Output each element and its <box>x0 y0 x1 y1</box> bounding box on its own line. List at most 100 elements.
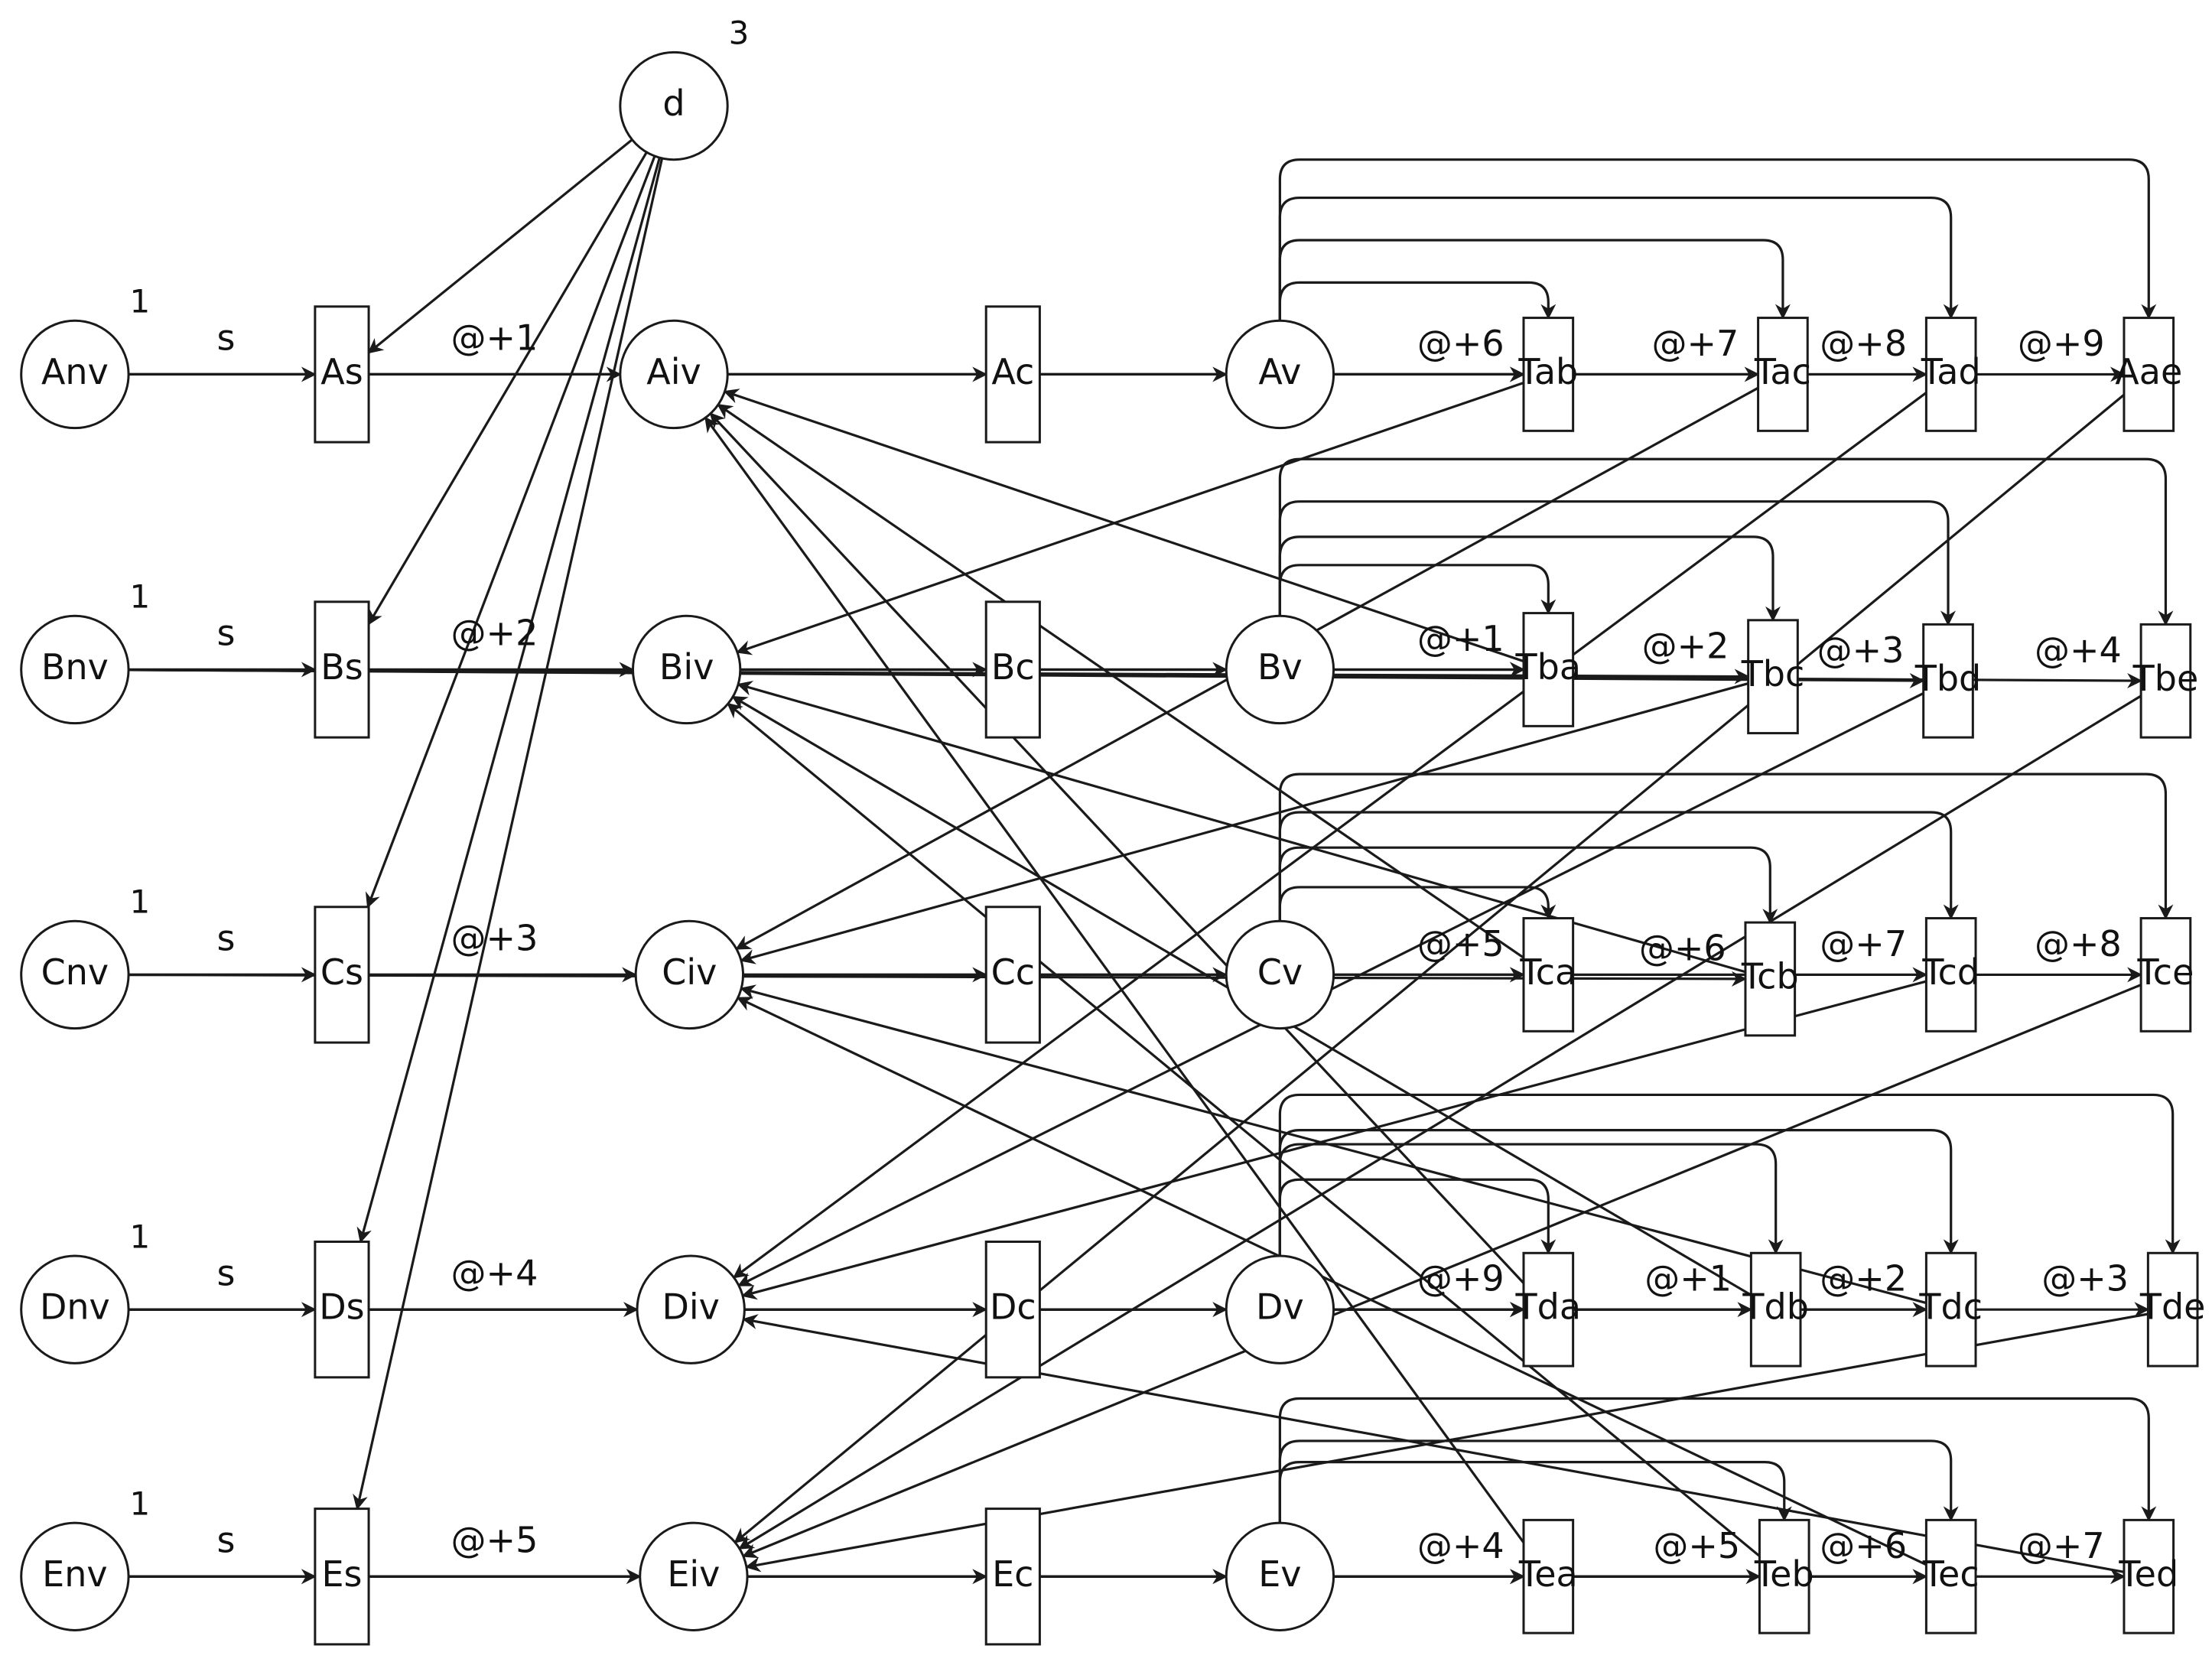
marking-env: 1 <box>129 1485 150 1522</box>
place-civ <box>634 919 745 1030</box>
place-dv <box>1225 1254 1335 1364</box>
marking-cnv: 1 <box>129 883 150 921</box>
transition-tea <box>1522 1518 1575 1634</box>
arc-tba-to-aiv <box>723 389 1524 663</box>
transition-ac <box>984 305 1041 444</box>
edge-label-s-c: s <box>217 918 236 959</box>
edge-label-tec: @+6 <box>1820 1525 1907 1566</box>
edge-label-es-eiv: @+5 <box>451 1519 538 1560</box>
edge-label-tad: @+8 <box>1820 323 1907 364</box>
transition-teb <box>1758 1518 1810 1634</box>
place-label-cnv: Cnv <box>41 951 109 993</box>
arc-av-to-tad <box>1278 196 1959 321</box>
place-label-cv: Cv <box>1257 951 1303 993</box>
edge-label-tcd: @+7 <box>1820 923 1907 964</box>
transition-label-tce: Tce <box>2137 951 2194 993</box>
edge-label-ted: @+7 <box>2018 1525 2105 1566</box>
marking-dnv: 1 <box>129 1218 150 1255</box>
edge-label-tca: @+5 <box>1417 923 1504 964</box>
place-label-anv: Anv <box>41 351 109 392</box>
arc-teb-to-biv <box>727 702 1761 1557</box>
transition-tac <box>1757 317 1809 432</box>
transition-bs <box>314 600 370 739</box>
arc-d-to-as <box>367 138 633 354</box>
place-av <box>1225 319 1335 430</box>
arc-dv-to-tde <box>1278 1093 2181 1256</box>
arc-tad-to-div <box>732 392 1927 1279</box>
place-label-eiv: Eiv <box>667 1553 720 1595</box>
transition-label-tea: Tea <box>1518 1553 1578 1595</box>
edge-label-tdc: @+2 <box>1820 1258 1907 1299</box>
arc-d-to-ds <box>356 157 661 1244</box>
transition-aae <box>2123 317 2175 432</box>
edge-label-tcb: @+6 <box>1639 928 1726 969</box>
transition-tab <box>1522 317 1575 432</box>
transition-label-tde: Tde <box>2139 1286 2206 1328</box>
transition-tbe <box>2139 623 2192 739</box>
place-cv <box>1225 919 1335 1030</box>
transition-es <box>314 1508 370 1646</box>
arc-av-to-tab <box>1278 281 1557 321</box>
edge-label-s-d: s <box>217 1252 236 1293</box>
edge-label-tbe: @+4 <box>2035 629 2122 671</box>
transition-label-tab: Tab <box>1517 351 1578 392</box>
edge-label-bs-biv: @+2 <box>451 613 538 654</box>
arc-tab-to-biv <box>736 382 1524 655</box>
arc-dv-to-tdc <box>1278 1129 1959 1256</box>
transition-label-as: As <box>320 351 363 392</box>
arc-tda-to-aiv <box>709 412 1525 1284</box>
edge-label-s-a: s <box>217 317 236 359</box>
arc-tce-to-eiv <box>741 984 2142 1559</box>
place-label-av: Av <box>1258 351 1301 392</box>
transition-ds <box>314 1241 370 1379</box>
transition-tca <box>1522 917 1575 1033</box>
place-bv <box>1225 614 1335 725</box>
edge-label-cs-civ: @+3 <box>451 918 538 959</box>
arc-bv-to-tbc <box>1278 535 1781 622</box>
transition-tba <box>1522 612 1575 727</box>
transition-tdb <box>1749 1251 1802 1368</box>
arc-d-to-bs <box>367 151 648 626</box>
place-label-civ: Civ <box>662 951 717 993</box>
transition-ec <box>984 1508 1041 1646</box>
place-cnv <box>20 919 130 1030</box>
transition-label-ds: Ds <box>319 1286 364 1328</box>
transition-label-tcd: Tcd <box>1921 951 1979 993</box>
transition-label-ac: Ac <box>991 351 1034 392</box>
edge-label-teb: @+5 <box>1653 1525 1740 1566</box>
transition-tad <box>1924 317 1977 432</box>
place-anv <box>20 319 130 430</box>
place-aiv <box>619 319 729 430</box>
transition-label-tbd: Tbd <box>1914 658 1982 699</box>
place-label-div: Div <box>662 1286 719 1328</box>
place-bnv <box>20 614 130 725</box>
edge-label-tbd: @+3 <box>1817 629 1905 671</box>
arc-aae-to-eiv <box>734 393 2125 1543</box>
transition-bc <box>984 600 1041 739</box>
arc-tbe-to-eiv <box>738 694 2142 1550</box>
transition-tcb <box>1744 921 1797 1037</box>
transition-tda <box>1522 1251 1575 1368</box>
arc-tcd-to-div <box>741 980 1927 1300</box>
transition-label-cs: Cs <box>320 951 363 993</box>
edge-label-aae: @+9 <box>2018 323 2105 364</box>
transition-label-tac: Tac <box>1754 351 1811 392</box>
place-label-aiv: Aiv <box>646 351 701 392</box>
transition-label-ec: Ec <box>992 1553 1033 1595</box>
arc-tea-to-aiv <box>704 416 1525 1543</box>
place-label-dv: Dv <box>1256 1286 1304 1328</box>
edge-label-tba: @+1 <box>1417 618 1504 659</box>
transition-tde <box>2146 1251 2199 1368</box>
edge-label-tea: @+4 <box>1417 1525 1504 1566</box>
marking-bnv: 1 <box>129 578 150 616</box>
arc-bv-to-tbe <box>1278 457 2174 626</box>
arc-dv-to-tdb <box>1278 1143 1784 1256</box>
transition-label-tba: Tba <box>1515 646 1582 688</box>
edge-label-tdb: @+1 <box>1644 1258 1732 1299</box>
transition-label-tca: Tca <box>1519 951 1576 993</box>
arc-bnv-to-tbe <box>128 668 2143 688</box>
place-label-env: Env <box>42 1553 107 1595</box>
transition-label-teb: Teb <box>1754 1553 1814 1595</box>
arc-cv-to-tce <box>1278 772 2174 922</box>
